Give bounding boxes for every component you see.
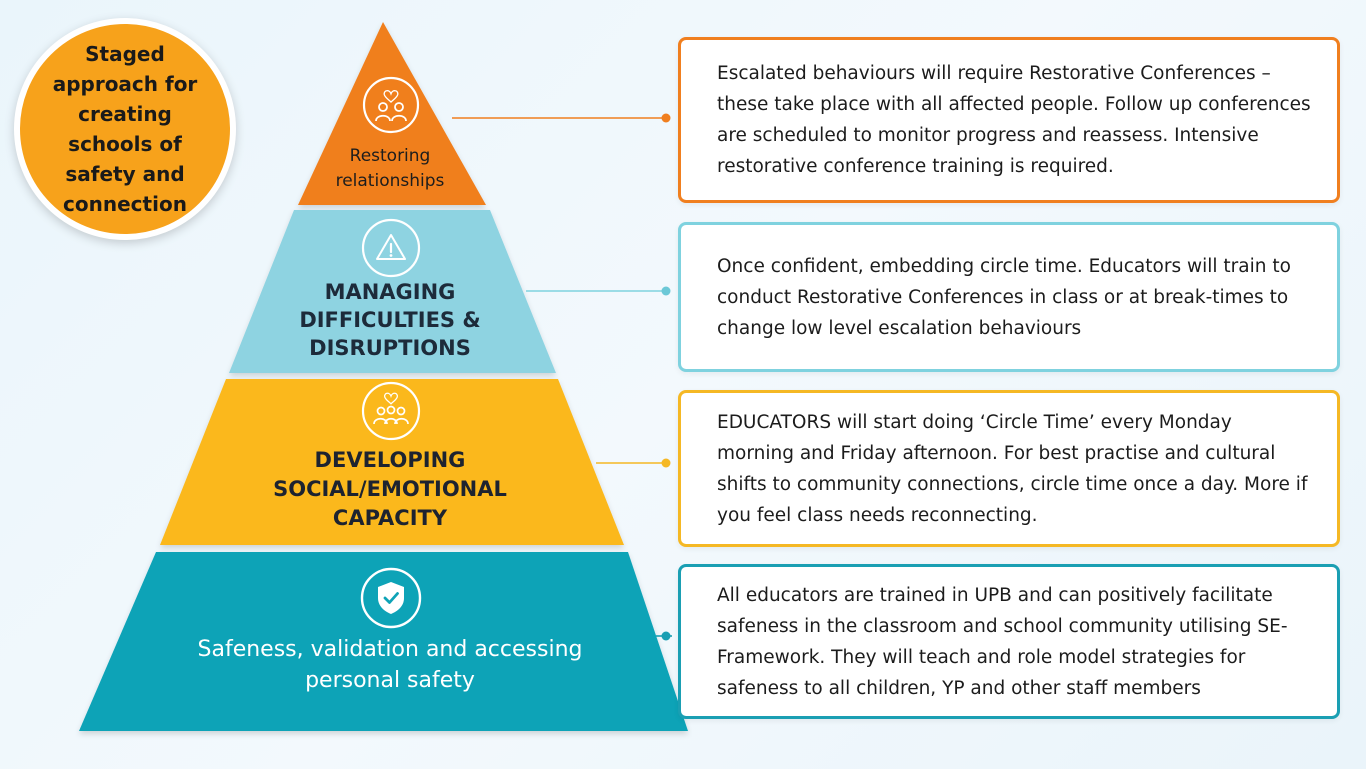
tier-4-description-box: All educators are trained in UPB and can… bbox=[678, 564, 1340, 719]
tier-1-shape bbox=[298, 22, 486, 205]
tier-3-description-box: EDUCATORS will start doing ‘Circle Time’… bbox=[678, 390, 1340, 547]
connector-4 bbox=[656, 631, 672, 641]
connector-1 bbox=[452, 113, 671, 123]
tier-1-description: Escalated behaviours will require Restor… bbox=[717, 63, 1311, 177]
tier-4-description: All educators are trained in UPB and can… bbox=[717, 584, 1288, 699]
connector-2 bbox=[526, 286, 671, 296]
tier-1-description-box: Escalated behaviours will require Restor… bbox=[678, 37, 1340, 203]
tier-2-description-box: Once confident, embedding circle time. E… bbox=[678, 222, 1340, 372]
title-badge: Staged approach for creating schools of … bbox=[14, 18, 236, 240]
tier-2-shape bbox=[229, 210, 556, 373]
tier-1-label: Restoring relationships bbox=[335, 146, 445, 191]
warning-icon bbox=[361, 218, 421, 278]
connector-3 bbox=[596, 458, 671, 468]
tier-3-shape bbox=[160, 379, 624, 545]
tier-3-description: EDUCATORS will start doing ‘Circle Time’… bbox=[717, 411, 1308, 526]
tier-4-label: Safeness, validation and accessing perso… bbox=[197, 637, 583, 693]
people-heart-icon bbox=[362, 76, 420, 134]
shield-check-icon bbox=[360, 567, 422, 629]
badge-title: Staged approach for creating schools of … bbox=[52, 42, 198, 216]
group-heart-icon bbox=[361, 381, 421, 441]
tier-2-label: MANAGING DIFFICULTIES & DISRUPTIONS bbox=[299, 280, 481, 360]
tier-2-description: Once confident, embedding circle time. E… bbox=[717, 255, 1291, 339]
tier-4-shape bbox=[79, 552, 688, 731]
tier-3-label: DEVELOPING SOCIAL/EMOTIONAL CAPACITY bbox=[273, 448, 507, 530]
